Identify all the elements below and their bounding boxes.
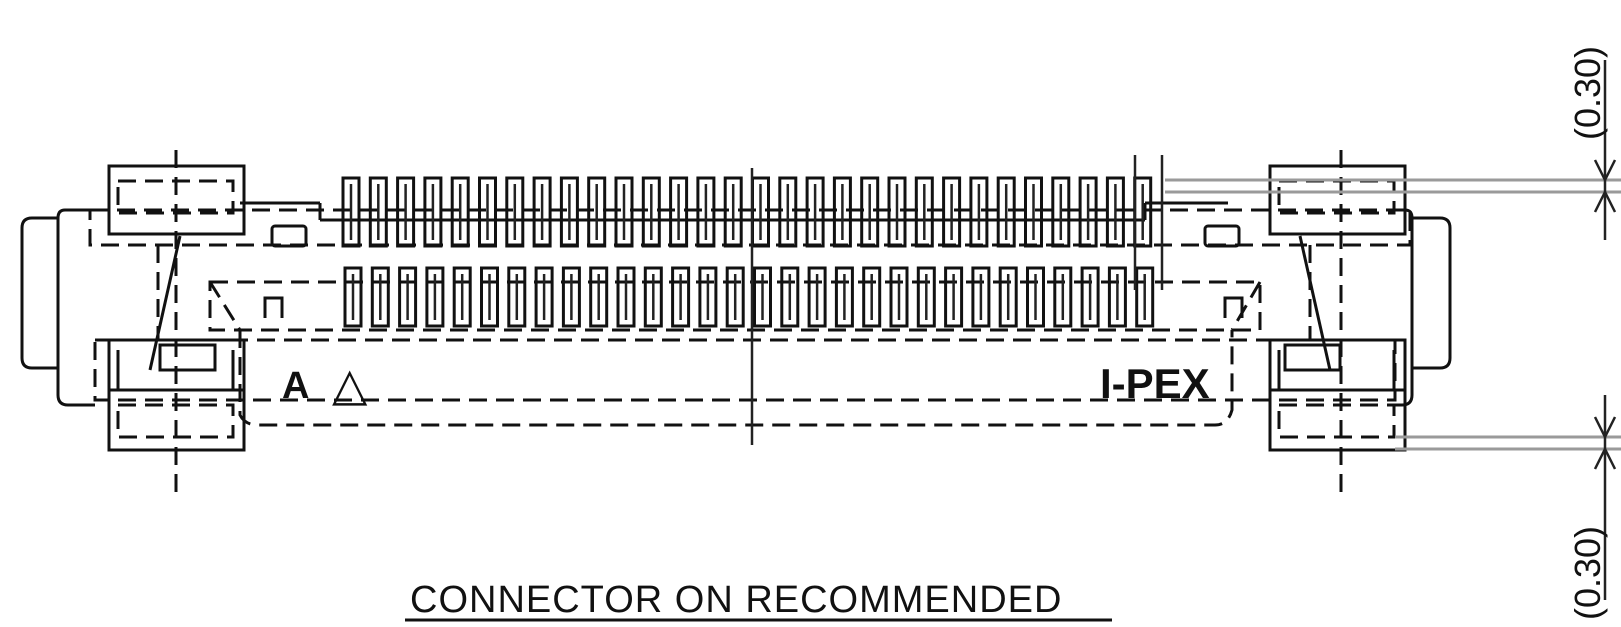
lower-contact <box>398 266 418 328</box>
dimension-label-top: (0.30) <box>1567 46 1608 140</box>
lower-contact <box>1080 266 1100 328</box>
lower-contact <box>616 266 636 328</box>
upper-contact <box>396 176 416 248</box>
upper-contact <box>1105 176 1125 248</box>
marking-triangle: △ <box>332 358 368 410</box>
lower-contact <box>944 266 964 328</box>
dimension-lines <box>1165 60 1621 600</box>
brand-marking: I-PEX <box>1100 360 1210 407</box>
lower-contact <box>725 266 745 328</box>
upper-contact <box>996 176 1016 248</box>
upper-contact <box>423 176 443 248</box>
marking-letter: A <box>282 365 309 407</box>
lower-contact <box>561 266 581 328</box>
upper-contact <box>1078 176 1098 248</box>
upper-contact <box>914 176 934 248</box>
upper-contact <box>1024 176 1043 248</box>
upper-contact <box>723 176 743 248</box>
lower-contact <box>425 266 445 328</box>
drawing-caption: CONNECTOR ON RECOMMENDED <box>410 579 1062 621</box>
upper-contact <box>587 176 607 248</box>
upper-contact <box>532 176 552 248</box>
lower-contact <box>780 266 800 328</box>
upper-contact <box>368 176 388 248</box>
lower-contact <box>834 266 854 328</box>
upper-contact <box>696 176 716 248</box>
upper-contact <box>969 176 989 248</box>
lower-contact <box>370 266 390 328</box>
lower-contact <box>452 266 472 328</box>
lower-contact <box>698 266 718 328</box>
lower-contact <box>1026 266 1045 328</box>
upper-contact <box>942 176 962 248</box>
lower-contact <box>589 266 609 328</box>
lower-contact <box>1053 266 1073 328</box>
upper-contact-row <box>341 176 1153 248</box>
upper-contact <box>559 176 579 248</box>
upper-contact <box>478 176 497 248</box>
lower-contact <box>916 266 936 328</box>
lower-contact <box>480 266 499 328</box>
lower-contact <box>1107 266 1127 328</box>
lower-contact <box>343 266 363 328</box>
lower-contact <box>671 266 691 328</box>
upper-contact <box>1051 176 1071 248</box>
upper-contact <box>669 176 689 248</box>
upper-contact <box>778 176 798 248</box>
lower-contact <box>862 266 882 328</box>
lower-contact <box>534 266 554 328</box>
locator-pads <box>263 224 1244 318</box>
upper-contact <box>450 176 470 248</box>
upper-contact <box>641 176 661 248</box>
upper-contact <box>341 176 361 248</box>
lower-contact <box>971 266 991 328</box>
right-hold-down <box>1268 164 1407 452</box>
lower-contact <box>889 266 909 328</box>
upper-contact <box>505 176 525 248</box>
lower-contact <box>643 266 663 328</box>
dimension-label-bottom: (0.30) <box>1567 526 1608 620</box>
centerlines <box>174 150 1343 495</box>
lower-contact <box>753 266 772 328</box>
upper-contact <box>832 176 852 248</box>
lower-contact <box>998 266 1018 328</box>
lower-contact <box>507 266 527 328</box>
upper-contact <box>860 176 880 248</box>
lower-contact-row <box>343 266 1155 328</box>
upper-contact <box>887 176 907 248</box>
lower-contact <box>807 266 827 328</box>
upper-contact <box>614 176 634 248</box>
lower-contact <box>1135 266 1155 328</box>
upper-contact <box>805 176 825 248</box>
